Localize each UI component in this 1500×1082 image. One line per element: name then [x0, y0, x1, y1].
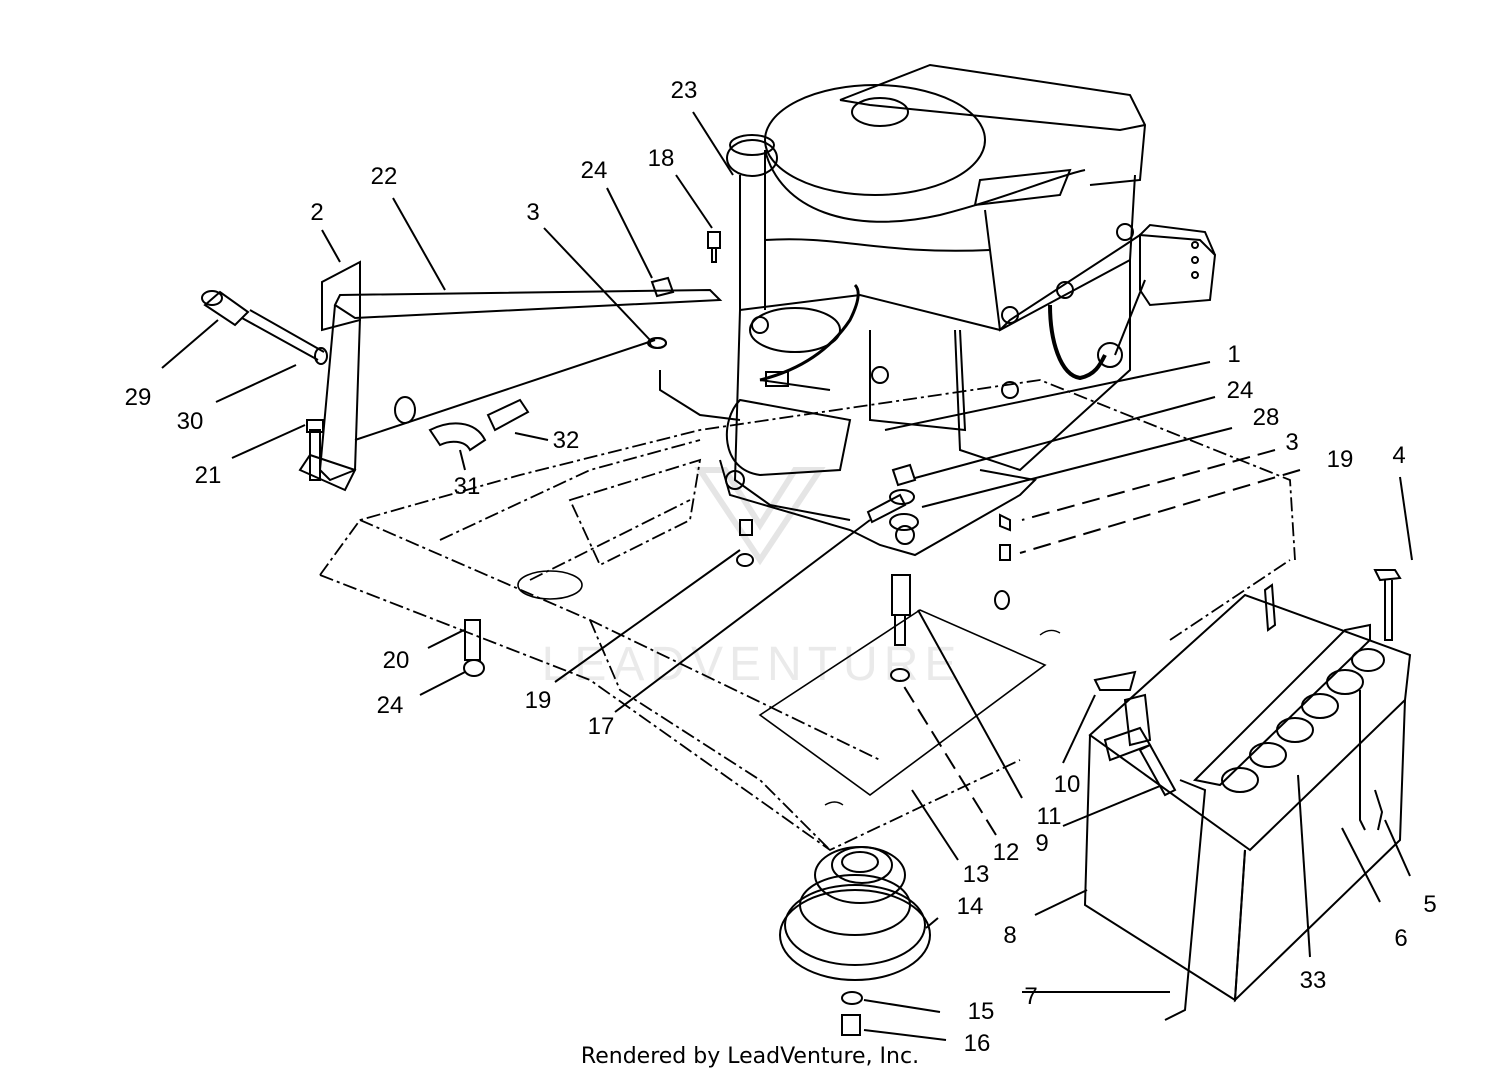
battery	[1083, 569, 1412, 1021]
callout-12: 12	[993, 839, 1020, 866]
callout-18: 18	[648, 145, 675, 172]
callout-4: 4	[1392, 442, 1405, 469]
watermark-text: LEADVENTURE	[542, 638, 963, 691]
callout-3-right: 3	[1285, 429, 1298, 456]
callout-22: 22	[371, 163, 398, 190]
callout-13: 13	[963, 861, 990, 888]
callout-28: 28	[1253, 404, 1280, 431]
decal	[321, 260, 361, 332]
leadventure-watermark: LEADVENTURE	[542, 467, 963, 691]
callout-19-left: 19	[525, 687, 552, 714]
callout-7: 7	[1024, 983, 1037, 1010]
callout-16: 16	[964, 1030, 991, 1057]
engine	[719, 63, 1217, 557]
callout-15: 15	[968, 998, 995, 1025]
callout-30: 30	[177, 408, 204, 435]
hose-fitting	[486, 398, 530, 432]
callout-6: 6	[1394, 925, 1407, 952]
callout-20: 20	[383, 647, 410, 674]
nut-24-lower	[463, 659, 485, 677]
callout-29: 29	[125, 384, 152, 411]
plate-hole	[517, 570, 583, 600]
callout-33: 33	[1300, 967, 1327, 994]
callout-31: 31	[454, 473, 481, 500]
callout-23: 23	[671, 77, 698, 104]
parts-drawing	[201, 63, 1412, 1036]
mount-fasteners	[736, 463, 1011, 682]
callout-9: 9	[1035, 830, 1048, 857]
callout-21: 21	[195, 462, 222, 489]
callout-labels: 23 18 24 22 3 2 29 30 21 31 32 1 24 28 3…	[125, 77, 1437, 1057]
dipstick-tube	[726, 134, 778, 310]
callout-3-left: 3	[526, 199, 539, 226]
callout-11: 11	[1037, 803, 1062, 830]
leader-lines	[161, 111, 1413, 1041]
callout-14: 14	[957, 893, 984, 920]
spacer-20	[464, 619, 481, 661]
elbow-fitting	[428, 422, 487, 452]
callout-17: 17	[588, 713, 615, 740]
pulley	[779, 846, 931, 1036]
battery-caps	[1221, 648, 1385, 793]
footer-credit: Rendered by LeadVenture, Inc.	[580, 1044, 920, 1069]
engine-bracket	[298, 288, 741, 492]
callout-24-right: 24	[1227, 377, 1254, 404]
callout-24-top: 24	[581, 157, 608, 184]
callout-19-right: 19	[1327, 446, 1354, 473]
callout-32: 32	[553, 427, 580, 454]
callout-2: 2	[310, 199, 323, 226]
nut-and-washer	[647, 231, 721, 349]
chassis-plate	[319, 379, 1296, 852]
callout-1: 1	[1227, 341, 1240, 368]
callout-8: 8	[1003, 922, 1016, 949]
callout-5: 5	[1423, 891, 1436, 918]
spacer-and-rod	[201, 290, 328, 365]
callout-10: 10	[1054, 771, 1081, 798]
battery-pad	[758, 609, 1047, 796]
callout-24-bottom: 24	[377, 692, 404, 719]
bolt-21	[306, 419, 324, 481]
